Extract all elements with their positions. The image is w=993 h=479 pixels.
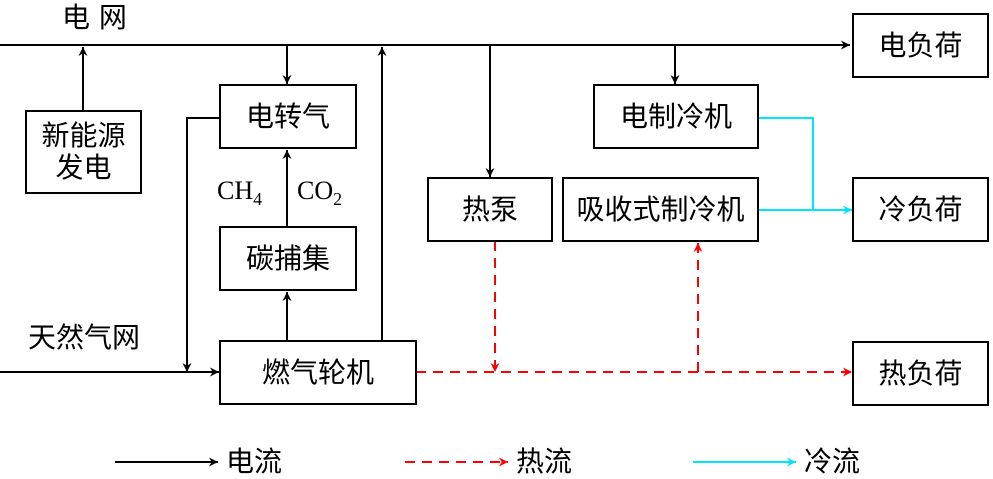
- edge-echiller-to-coolload: [758, 117, 814, 210]
- node-cooling-load: 冷负荷: [852, 177, 989, 242]
- node-absorption-chiller: 吸收式制冷机: [562, 177, 759, 242]
- edge-p2g-to-turbine: [182, 117, 219, 372]
- ch4-text: CH: [217, 176, 254, 205]
- co2-text: CO: [297, 176, 334, 205]
- node-heat-pump: 热泵: [427, 177, 553, 242]
- node-renewable-line2: 发电: [55, 151, 112, 184]
- ch4-label: CH4: [217, 176, 262, 214]
- power-grid-label: 电 网: [62, 1, 127, 34]
- node-carbon-capture: 碳捕集: [219, 226, 357, 291]
- legend-heat-label: 热流: [516, 445, 573, 478]
- co2-subscript: 2: [333, 189, 343, 209]
- node-electric-load: 电负荷: [852, 13, 989, 78]
- node-renewable: 新能源 发电: [25, 110, 142, 194]
- node-gas-turbine: 燃气轮机: [219, 340, 417, 405]
- co2-label: CO2: [297, 176, 342, 214]
- legend-cooling-label: 冷流: [804, 445, 861, 478]
- node-electric-chiller: 电制冷机: [593, 84, 759, 149]
- node-p2g: 电转气: [219, 84, 357, 149]
- legend-electric-label: 电流: [226, 445, 283, 478]
- gas-grid-label: 天然气网: [28, 321, 141, 354]
- node-heat-load: 热负荷: [852, 341, 989, 406]
- node-renewable-line1: 新能源: [41, 119, 126, 152]
- ch4-subscript: 4: [253, 189, 263, 209]
